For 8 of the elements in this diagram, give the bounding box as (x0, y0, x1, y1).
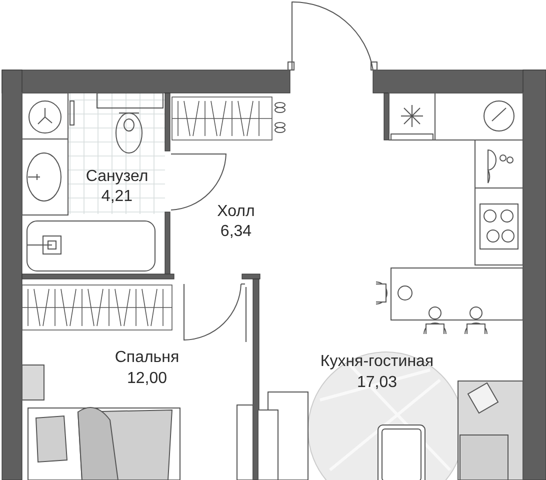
room-area: 6,34 (220, 223, 252, 241)
room-area: 17,03 (356, 374, 398, 392)
room-area: 12,00 (126, 370, 168, 388)
room-name: Санузел (86, 168, 148, 186)
room-name: Кухня-гостиная (320, 353, 434, 371)
room-name: Холл (217, 203, 255, 221)
room-area: 4,21 (101, 188, 133, 206)
room-name: Спальня (114, 349, 180, 367)
